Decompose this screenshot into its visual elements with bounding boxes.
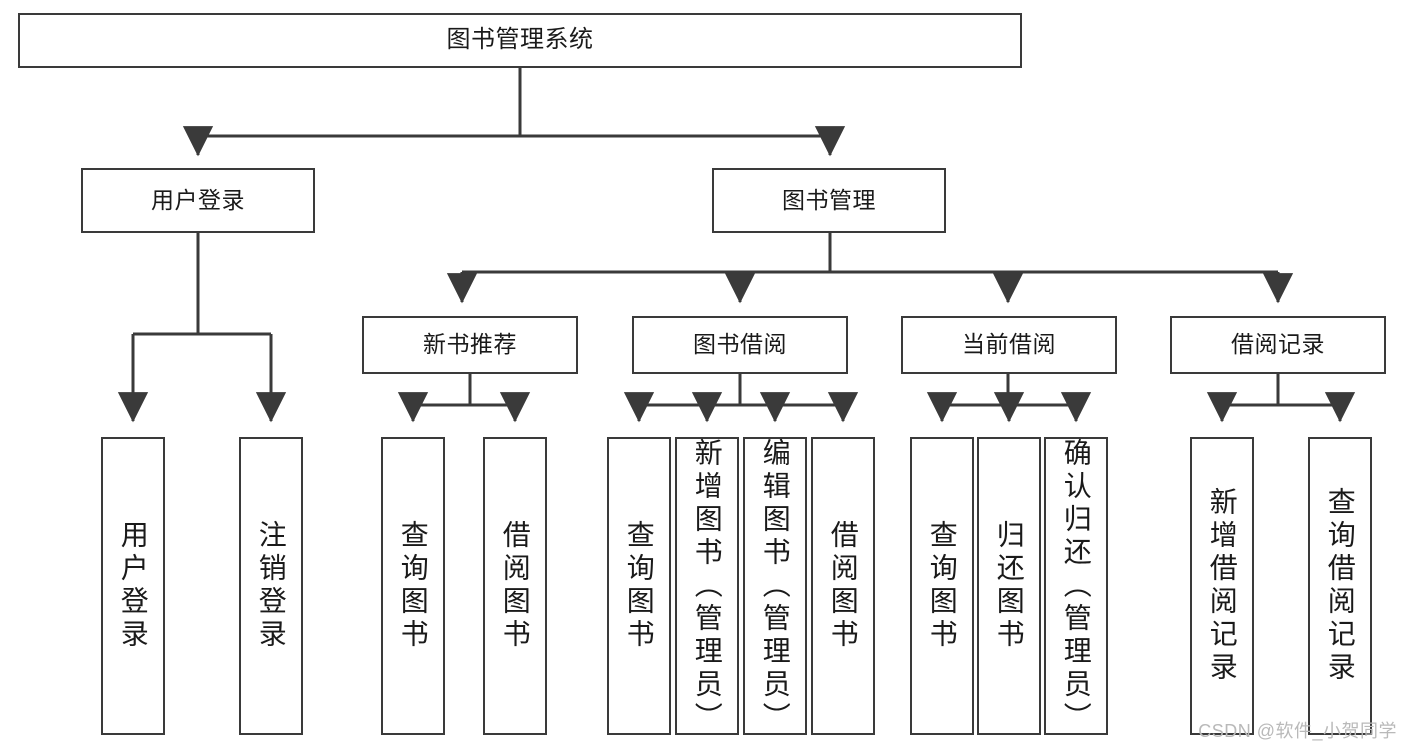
leaf-confirm-return-admin[interactable]: 确认归还（管理员）	[1044, 437, 1108, 735]
leaf-query-book-borrow[interactable]: 查询图书	[607, 437, 671, 735]
leaf-query-book-recommend[interactable]: 查询图书	[381, 437, 445, 735]
node-book-management[interactable]: 图书管理	[712, 168, 946, 233]
node-root-system[interactable]: 图书管理系统	[18, 13, 1022, 68]
node-label: 新增图书（管理员）	[691, 437, 723, 735]
node-label: 用户登录	[117, 520, 149, 652]
node-label: 图书管理	[782, 186, 876, 213]
leaf-return-book[interactable]: 归还图书	[977, 437, 1041, 735]
leaf-edit-book-admin[interactable]: 编辑图书（管理员）	[743, 437, 807, 735]
node-label: 新增借阅记录	[1206, 487, 1238, 685]
node-label: 图书管理系统	[446, 26, 594, 54]
node-label: 编辑图书（管理员）	[759, 437, 791, 735]
leaf-add-borrow-record[interactable]: 新增借阅记录	[1190, 437, 1254, 735]
csdn-watermark: CSDN @软件_小贺同学	[1198, 721, 1397, 741]
node-label: 查询借阅记录	[1324, 487, 1356, 685]
leaf-logout[interactable]: 注销登录	[239, 437, 303, 735]
node-user-login[interactable]: 用户登录	[81, 168, 315, 233]
leaf-query-book-current[interactable]: 查询图书	[910, 437, 974, 735]
node-label: 查询图书	[623, 520, 655, 652]
node-label: 确认归还（管理员）	[1060, 437, 1092, 735]
node-label: 查询图书	[397, 520, 429, 652]
node-label: 借阅记录	[1231, 331, 1325, 358]
node-label: 借阅图书	[827, 520, 859, 652]
leaf-add-book-admin[interactable]: 新增图书（管理员）	[675, 437, 739, 735]
node-book-borrow[interactable]: 图书借阅	[632, 316, 848, 374]
node-label: 用户登录	[151, 186, 245, 213]
node-new-book-recommend[interactable]: 新书推荐	[362, 316, 578, 374]
node-label: 当前借阅	[962, 331, 1056, 358]
leaf-borrow-book-recommend[interactable]: 借阅图书	[483, 437, 547, 735]
leaf-user-login[interactable]: 用户登录	[101, 437, 165, 735]
node-label: 注销登录	[255, 520, 287, 652]
node-label: 新书推荐	[423, 331, 517, 358]
node-borrow-record[interactable]: 借阅记录	[1170, 316, 1386, 374]
leaf-borrow-book[interactable]: 借阅图书	[811, 437, 875, 735]
node-label: 借阅图书	[499, 520, 531, 652]
node-label: 归还图书	[993, 520, 1025, 652]
node-current-borrow[interactable]: 当前借阅	[901, 316, 1117, 374]
node-label: 查询图书	[926, 520, 958, 652]
leaf-query-borrow-record[interactable]: 查询借阅记录	[1308, 437, 1372, 735]
node-label: 图书借阅	[693, 331, 787, 358]
